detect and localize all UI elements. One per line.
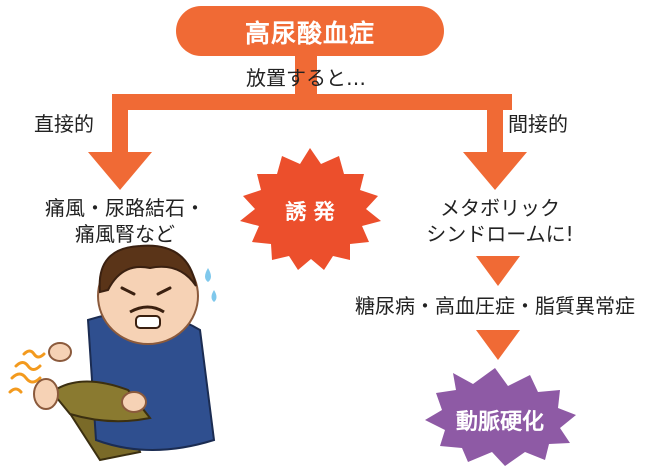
final-label: 動脈硬化 [455, 410, 544, 435]
right-chain-arrow-1 [476, 256, 520, 286]
left-arrow-head [88, 152, 152, 190]
final-burst-shape [425, 368, 576, 466]
left-branch-label: 直接的 [34, 112, 94, 136]
burst-shape [240, 148, 381, 270]
title-label: 高尿酸血症 [244, 19, 375, 48]
right-result-line1: メタボリック [440, 196, 560, 220]
sweat-drops-icon [205, 268, 217, 302]
left-result-line2: 痛風腎など [75, 222, 175, 246]
right-arrow-head [463, 152, 527, 190]
diseases-label: 糖尿病・高血圧症・脂質異常症 [355, 294, 635, 318]
title-pill [176, 6, 444, 56]
boy-pain-foot-icon [8, 244, 217, 462]
left-result-line1: 痛風・尿路結石・ [45, 196, 205, 220]
right-result-line2: シンドロームに! [426, 222, 574, 246]
subtitle-label: 放置すると… [246, 66, 366, 90]
pain-lines-icon [8, 349, 46, 394]
branch-connectors [112, 56, 512, 156]
right-chain-arrow-2 [476, 330, 520, 360]
right-branch-label: 間接的 [508, 112, 568, 136]
burst-label: 誘 発 [285, 200, 335, 224]
